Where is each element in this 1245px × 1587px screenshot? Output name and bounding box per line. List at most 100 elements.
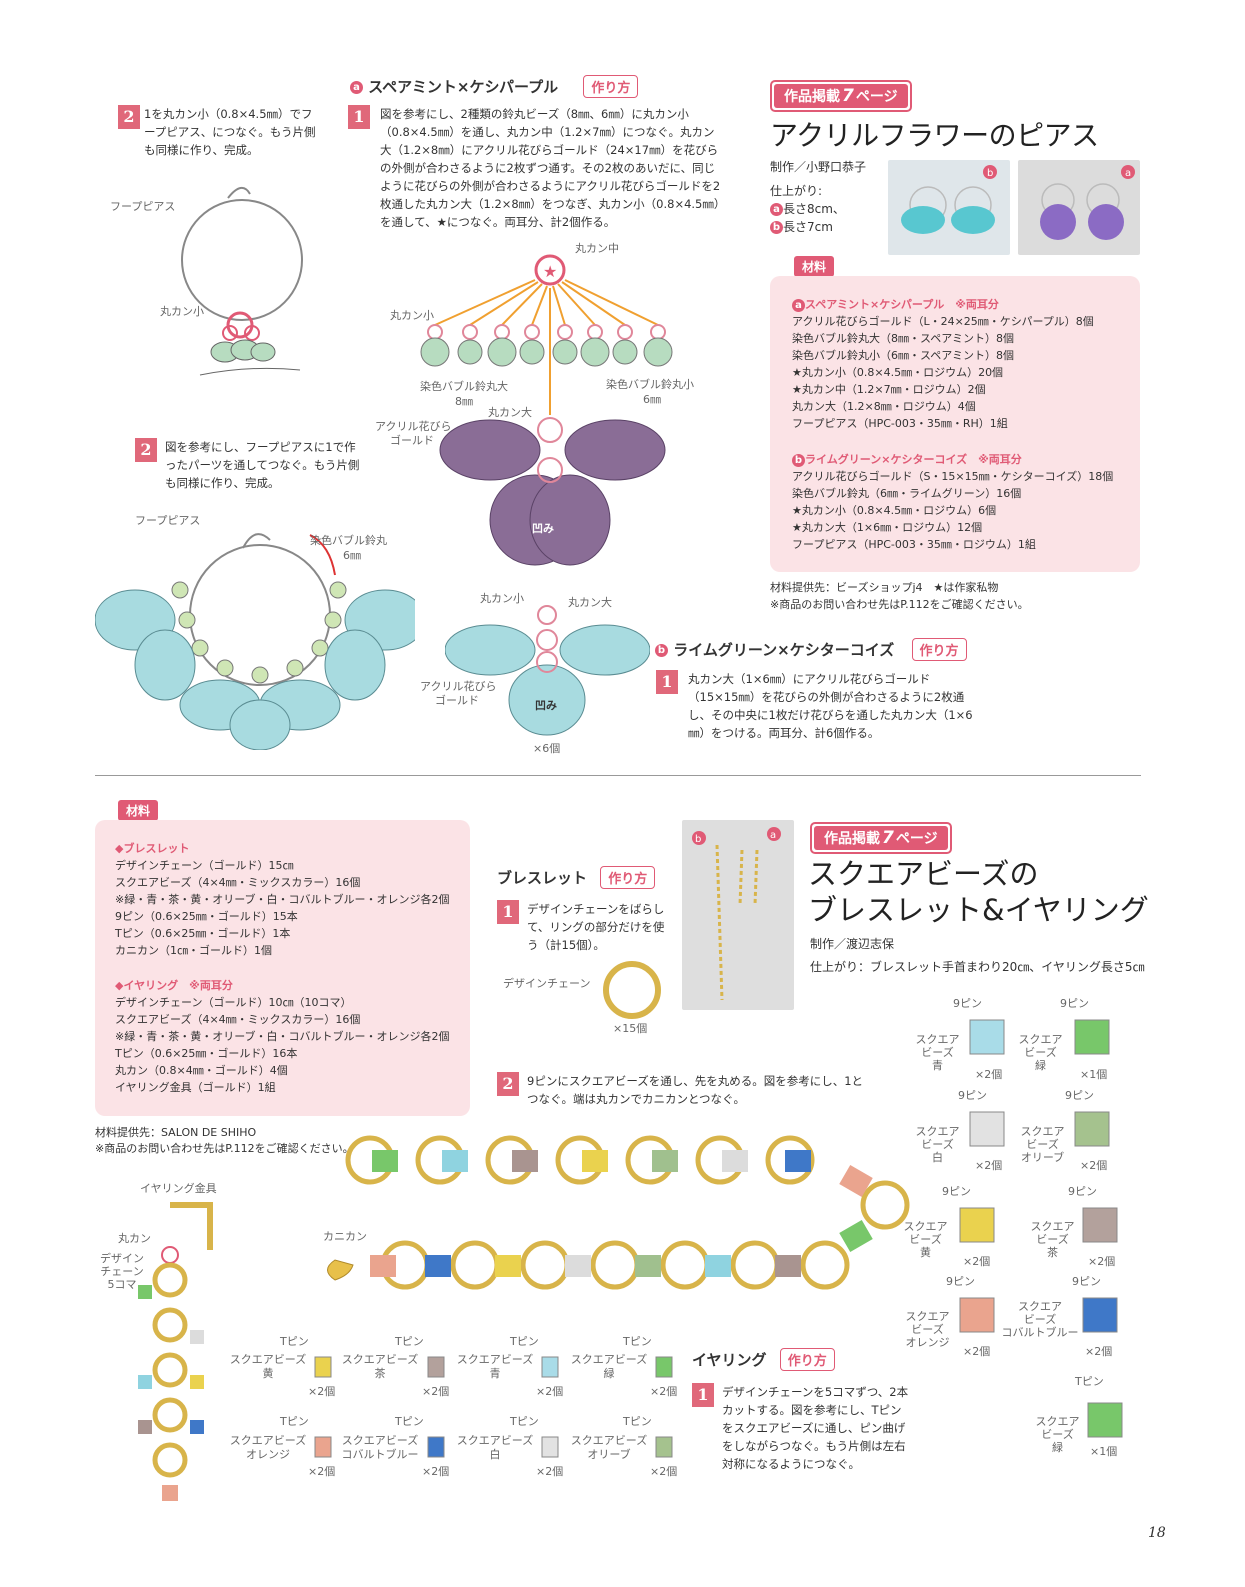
step-left-1: 2 1を丸カン小（0.8×4.5㎜）でフープピアス、につなぐ。もう片側も同様に作…	[118, 105, 315, 157]
material-item: フープピアス（HPC-003・35㎜・RH）1組	[792, 417, 1008, 430]
legend-beads: ビーズ	[1024, 1046, 1057, 1059]
finish-label: 仕上がり:	[770, 184, 823, 198]
flower-diagram-a: ★	[420, 254, 673, 566]
material-item: 染色バブル鈴丸小（6㎜・スペアミント）8個	[792, 349, 1015, 362]
legend-color: 緑	[1035, 1059, 1046, 1072]
legend-9pin-label: 9ピン	[1065, 1089, 1094, 1102]
ring-diagram	[603, 961, 661, 1019]
label-jump-small-a: 丸カン小	[390, 309, 434, 322]
material-item: ★丸カン大（1×6㎜・ロジウム）12個	[792, 521, 983, 534]
step-text: 1を丸カン小（0.8×4.5㎜）でフープピアス、につなぐ。もう片側も同様に作り、…	[144, 107, 316, 157]
legend-color: 緑	[1052, 1441, 1063, 1454]
legend-beads: ビーズ	[1036, 1233, 1069, 1246]
step-number: 2	[135, 438, 157, 462]
page-number: 18	[1148, 1525, 1166, 1541]
earring-materials-head: ◆イヤリング ※両耳分	[115, 979, 233, 992]
howto-tag-earring: 作り方	[779, 1348, 835, 1371]
step-b1: 1 丸カン大（1×6㎜）にアクリル花びらゴールド（15×15㎜）を花びらの外側が…	[656, 670, 986, 740]
bead-legend-9pin	[959, 1019, 1118, 1333]
tpin-white: スクエアビーズ白	[455, 1434, 535, 1462]
svg-text:★: ★	[543, 262, 557, 281]
tpin-square-beads: スクエアビーズ	[229, 1434, 307, 1447]
finish-bottom: 仕上がり：ブレスレット手首まわり20㎝、イヤリング長さ5㎝	[810, 960, 1145, 974]
material-item: 染色バブル鈴丸大（8㎜・スペアミント）8個	[792, 332, 1015, 345]
material-item: アクリル花びらゴールド（S・15×15㎜・ケシターコイズ）18個	[792, 470, 1114, 483]
material-item: Tピン（0.6×25㎜・ゴールド）16本	[115, 1047, 298, 1060]
label-petal-gold: ゴールド	[390, 434, 434, 447]
material-item: デザインチェーン（ゴールド）15㎝	[115, 859, 294, 872]
supplier-top: 材料提供先：ビーズショップj4 ★は作家私物	[770, 581, 999, 594]
tpin-color: 緑	[603, 1367, 615, 1380]
tpin-label: Tピン	[510, 1415, 539, 1428]
legend-square: スクエア	[1030, 1220, 1075, 1233]
tpin-color: 茶	[374, 1367, 386, 1380]
step-text: 丸カン大（1×6㎜）にアクリル花びらゴールド（15×15㎜）を花びらの外側が合わ…	[688, 672, 973, 740]
step-left-2: 2 図を参考にし、フープピアスに1で作ったパーツを通してつなぐ。もう片側も同様に…	[135, 438, 365, 490]
legend-9pin-label: 9ピン	[946, 1275, 975, 1288]
page-tag-suffix: ページ	[895, 831, 938, 847]
svg-text:b: b	[987, 168, 993, 179]
step-text: デザインチェーンをばらして、リングの部分だけを使う（計15個）。	[527, 902, 665, 952]
legend-orange: スクエアビーズオレンジ	[900, 1310, 955, 1349]
material-item: デザインチェーン（ゴールド）10㎝（10コマ）	[115, 996, 352, 1009]
materials-badge-bottom: 材料	[118, 800, 159, 821]
finish-a-text: 長さ8cm、	[783, 202, 845, 216]
label-bead-big-size: 8㎜	[455, 395, 473, 408]
legend-square: スクエア	[1020, 1125, 1065, 1138]
section-divider	[95, 775, 1141, 776]
tpin-color: オリーブ	[587, 1448, 631, 1461]
legend-count: ×1個	[1080, 1068, 1108, 1081]
hoop-diagram-1	[181, 187, 303, 376]
tpin-count: ×2個	[422, 1465, 450, 1478]
legend-9pin-label: 9ピン	[1060, 997, 1089, 1010]
label-jump-big: 丸カン大	[488, 406, 532, 419]
legend-color: 黄	[920, 1246, 931, 1259]
material-item: スクエアビーズ（4×4㎜・ミックスカラー）16個	[115, 1013, 361, 1026]
title-bottom: スクエアビーズの ブレスレット&イヤリング	[808, 856, 1149, 928]
label-hollow-b: 凹み	[535, 699, 557, 712]
step-number: 1	[497, 900, 519, 924]
bracelet-materials-list: デザインチェーン（ゴールド）15㎝ スクエアビーズ（4×4㎜・ミックスカラー）1…	[115, 857, 460, 959]
legend-white: スクエアビーズ白	[915, 1125, 960, 1164]
variant-b-icon: b	[792, 453, 805, 467]
material-item: ★丸カン小（0.8×4.5㎜・ロジウム）20個	[792, 366, 1004, 379]
tpin-color: 青	[489, 1367, 501, 1380]
material-item: ※緑・青・茶・黄・オリーブ・白・コバルトブルー・オレンジ各2個	[115, 893, 450, 906]
legend-green: スクエアビーズ緑	[1018, 1033, 1063, 1072]
materials-box-bottom: ◆ブレスレット デザインチェーン（ゴールド）15㎝ スクエアビーズ（4×4㎜・ミ…	[95, 820, 470, 1116]
material-item: Tピン（0.6×25㎜・ゴールド）1本	[115, 927, 291, 940]
legend-9pin-label: 9ピン	[1068, 1185, 1097, 1198]
photo-earring-b: b	[888, 160, 1010, 255]
step-number: 1	[692, 1383, 714, 1407]
title-bottom-line2: ブレスレット&イヤリング	[808, 893, 1149, 927]
tpin-square-beads: スクエアビーズ	[570, 1434, 648, 1447]
section-a-title: スペアミント×ケシパープル	[368, 78, 559, 96]
legend-beads: ビーズ	[911, 1323, 944, 1336]
tpin-count: ×2個	[536, 1385, 564, 1398]
material-item: アクリル花びらゴールド（L・24×25㎜・ケシパープル）8個	[792, 315, 1094, 328]
tpin-brown: スクエアビーズ茶	[340, 1353, 420, 1381]
legend-square: スクエア	[905, 1310, 950, 1323]
material-item: ※緑・青・茶・黄・オリーブ・白・コバルトブルー・オレンジ各2個	[115, 1030, 450, 1043]
tpin-color: コバルトブルー	[341, 1448, 419, 1461]
label-bead-big: 染色バブル鈴丸大	[420, 380, 508, 393]
legend-count: ×2個	[975, 1068, 1003, 1081]
step-number: 2	[118, 105, 140, 129]
tpin-count: ×2個	[650, 1465, 678, 1478]
variant-a-icon: a	[770, 203, 783, 216]
materials-badge-top: 材料	[794, 256, 835, 277]
tpin-blue: スクエアビーズ青	[455, 1353, 535, 1381]
svg-text:b: b	[695, 834, 701, 845]
bracelet-materials-head: ◆ブレスレット	[115, 842, 190, 855]
tpin-yellow: スクエアビーズ黄	[228, 1353, 308, 1381]
section-b-title: ライムグリーン×ケシターコイズ	[673, 641, 895, 659]
material-item: 9ピン（0.6×25㎜・ゴールド）15本	[115, 910, 298, 923]
author-bottom: 制作／渡辺志保	[810, 937, 895, 951]
legend-color: オレンジ	[905, 1336, 950, 1349]
legend-beads: ビーズ	[909, 1233, 942, 1246]
label-bead-small: 染色バブル鈴丸小	[606, 378, 694, 391]
author-top: 制作／小野口恭子	[770, 160, 867, 174]
variant-a-icon: a	[792, 298, 805, 312]
